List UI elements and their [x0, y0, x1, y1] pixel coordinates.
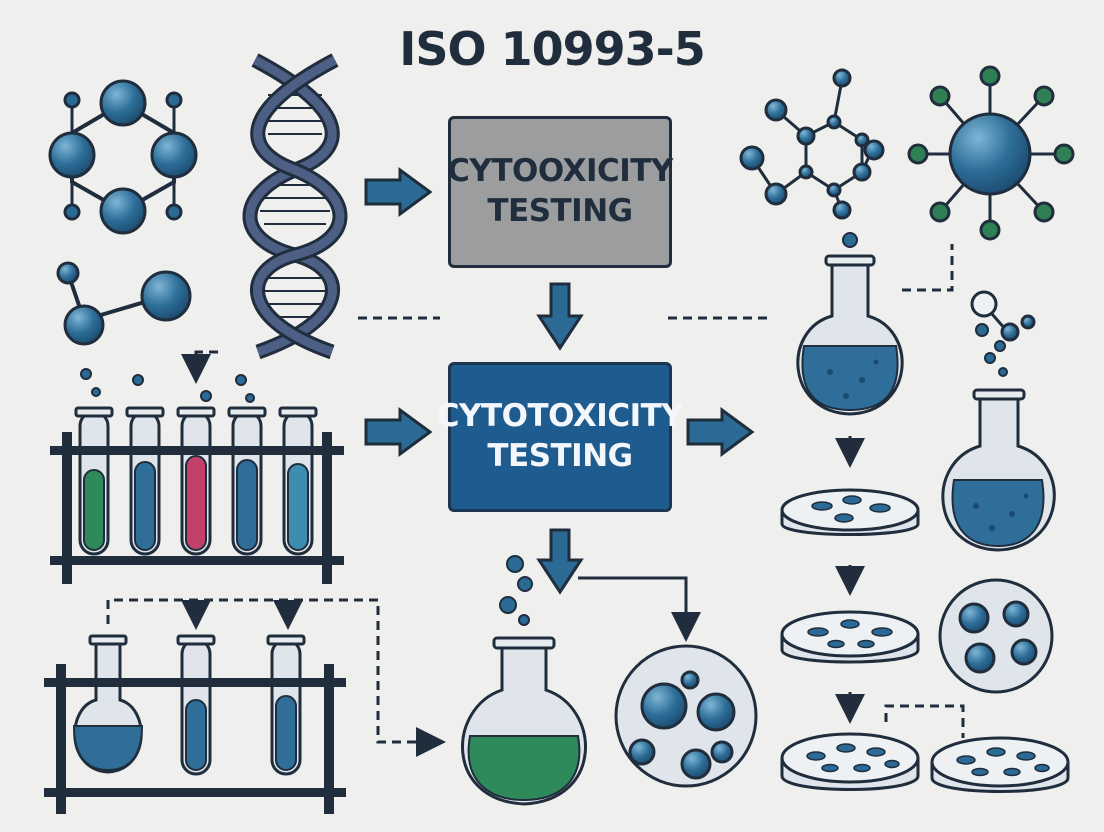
test-tube-rack-icon: [50, 406, 344, 584]
molecule-network-icon: [739, 68, 885, 220]
cytotoxicity-testing-box-blue: CYTOTOXICITY TESTING: [437, 362, 684, 512]
dna-helix-icon: [242, 53, 348, 360]
box-label-line2: TESTING: [487, 438, 633, 474]
block-arrow-icon: [364, 407, 433, 457]
molecule-ring-icon: [48, 79, 198, 235]
diagram-title: ISO 10993-5: [399, 22, 706, 76]
flask-icon: [796, 254, 904, 416]
box-label-line1: CYTOTOXICITY: [436, 398, 684, 435]
dashed-connectors: [106, 244, 965, 757]
dropper-icon: [970, 290, 1036, 342]
cytotoxicity-testing-box-gray: CYTOOXICITY TESTING: [447, 116, 673, 268]
test-tube-rack-icon: [44, 634, 346, 814]
arrow-connector: [578, 576, 701, 642]
cell-culture-icon: [614, 644, 758, 788]
block-arrow-icon: [686, 407, 755, 457]
petri-dish-icon: [930, 736, 1070, 793]
petri-dish-icon: [780, 732, 920, 791]
petri-dish-icon: [780, 610, 920, 664]
box-label-line1: CYTOOXICITY: [447, 153, 673, 190]
molecule-chain-icon: [56, 261, 192, 346]
petri-dish-icon: [780, 488, 920, 536]
bubbles-icon: [80, 232, 1008, 626]
block-arrow-icon: [364, 167, 433, 217]
block-arrow-down-icon: [536, 528, 584, 595]
block-arrow-down-icon: [536, 282, 584, 351]
flask-icon: [941, 388, 1056, 552]
flask-icon: [461, 636, 587, 806]
atom-hub-icon: [907, 65, 1075, 241]
box-label-line2: TESTING: [487, 193, 633, 229]
cell-culture-icon: [938, 578, 1054, 694]
